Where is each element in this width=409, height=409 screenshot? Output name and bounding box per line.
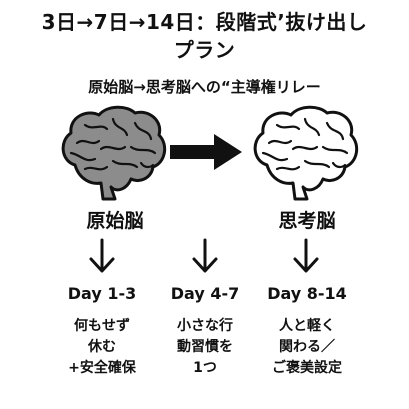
step-1-day: Day 1-3 — [67, 284, 137, 303]
subtitle: 原始脳→思考脳への“主導権リレー — [88, 78, 321, 96]
step-3-day: Day 8-14 — [267, 284, 347, 303]
primitive-brain-icon — [61, 105, 167, 201]
down-arrow-icon — [89, 238, 115, 273]
thinking-brain-label: 思考脳 — [278, 210, 336, 232]
down-arrow-icon — [192, 238, 218, 273]
thinking-brain-shape — [253, 105, 359, 201]
primitive-brain-label: 原始脳 — [86, 210, 144, 232]
down-arrow-icon — [293, 238, 319, 273]
step-3-description: 人と軽く 関わる／ ご褒美設定 — [272, 318, 342, 376]
right-arrow-icon — [170, 134, 242, 170]
step-2-day: Day 4-7 — [170, 284, 240, 303]
primitive-brain-shape — [61, 105, 167, 201]
step-2-description: 小さな行 動習慣を 1つ — [177, 318, 233, 376]
step-1-description: 何もせず 休む +安全確保 — [68, 318, 136, 376]
title-line-1: 3日→7日→14日：段階式’抜け出し — [41, 10, 368, 34]
title-line-2: プラン — [173, 38, 236, 62]
thinking-brain-icon — [253, 105, 359, 201]
